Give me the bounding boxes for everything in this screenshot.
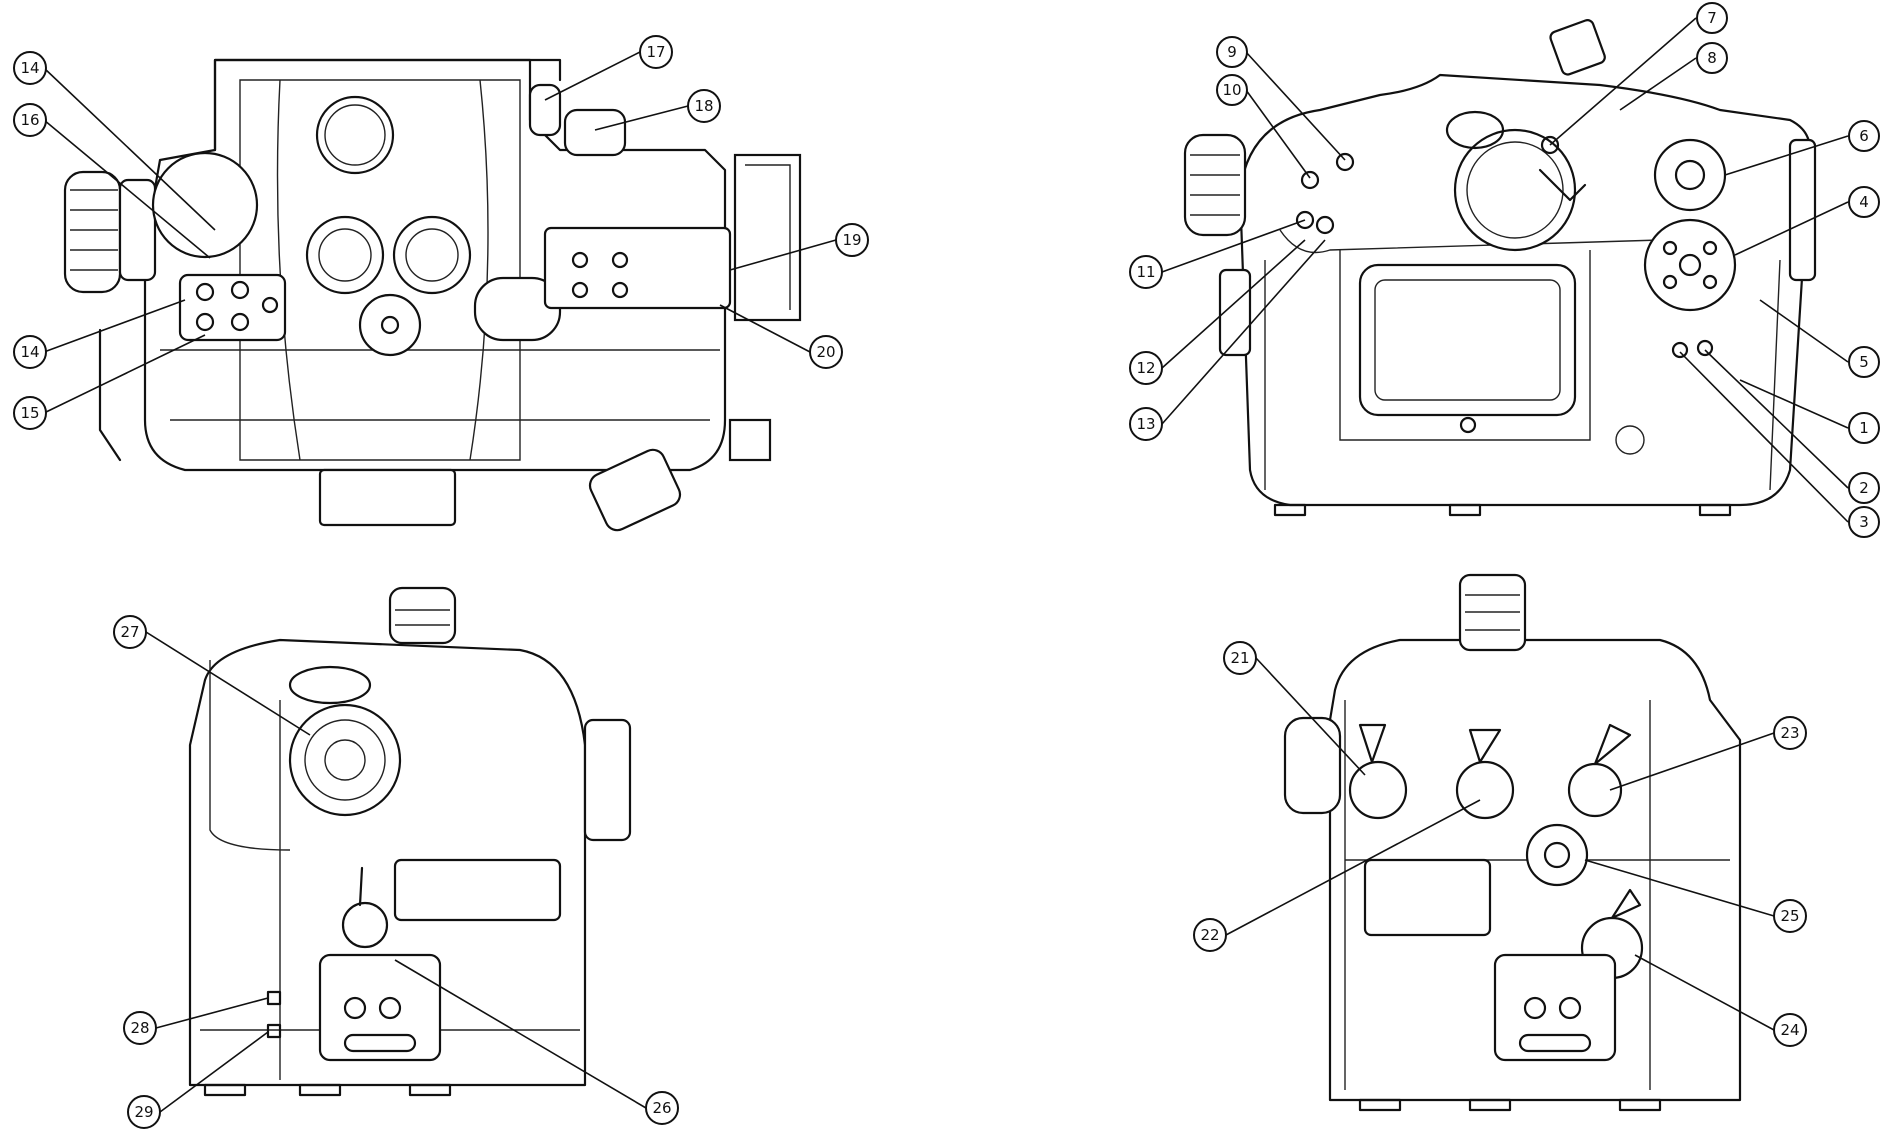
callout-22	[1193, 918, 1227, 952]
callout-4	[1848, 186, 1880, 218]
callout-26	[645, 1091, 679, 1125]
callout-20	[809, 335, 843, 369]
top-connector	[388, 586, 457, 645]
bottom-mount	[318, 468, 457, 527]
left-side-view	[188, 586, 632, 1097]
callout-7-label: 7	[1707, 9, 1717, 27]
callout-7	[1696, 2, 1728, 34]
callout-5-label: 5	[1859, 353, 1869, 371]
top-port-4	[358, 293, 422, 357]
callout-24	[1773, 1013, 1807, 1047]
callout-19	[835, 223, 869, 257]
back-left-knob	[1183, 133, 1247, 237]
callout-14a	[13, 51, 47, 85]
callout-3-label: 3	[1859, 513, 1869, 531]
callout-8-label: 8	[1707, 49, 1717, 67]
callout-6	[1848, 120, 1880, 152]
callout-6-label: 6	[1859, 127, 1869, 145]
callout-2	[1848, 472, 1880, 504]
right-side-knob	[1283, 716, 1342, 815]
callout-9	[1216, 36, 1248, 68]
callout-29	[127, 1095, 161, 1129]
callout-15-label: 15	[20, 404, 39, 422]
bottom-plate	[1493, 953, 1617, 1062]
viewfinder-eyepiece	[1453, 128, 1577, 252]
lever-23	[1567, 762, 1623, 818]
callout-11	[1129, 255, 1163, 289]
callout-1	[1848, 412, 1880, 444]
lever-21	[1348, 760, 1408, 820]
mode-dial	[151, 151, 259, 259]
callout-4-label: 4	[1859, 193, 1869, 211]
top-port-3	[392, 215, 472, 295]
callout-10	[1216, 74, 1248, 106]
callout-9-label: 9	[1227, 43, 1237, 61]
callout-2-label: 2	[1859, 479, 1869, 497]
side-latch	[733, 153, 802, 322]
callout-18	[687, 89, 721, 123]
back-view	[1183, 19, 1817, 517]
callout-12-label: 12	[1136, 359, 1155, 377]
lever-22	[1455, 760, 1515, 820]
callout-1-label: 1	[1859, 419, 1869, 437]
callout-14a-label: 14	[20, 59, 39, 77]
callout-27	[113, 615, 147, 649]
callout-12	[1129, 351, 1163, 385]
callout-13-label: 13	[1136, 415, 1155, 433]
lcd-window	[1358, 263, 1577, 417]
callout-23-label: 23	[1780, 724, 1799, 742]
callout-10-label: 10	[1222, 81, 1241, 99]
top-view	[63, 58, 802, 532]
gear-dial	[1525, 823, 1589, 887]
callout-18-label: 18	[694, 97, 713, 115]
callout-14b-label: 14	[20, 343, 39, 361]
lever-dial	[341, 901, 389, 949]
callout-26-label: 26	[652, 1099, 671, 1117]
side-hinge	[393, 858, 562, 922]
callout-17	[639, 35, 673, 69]
right-hinge	[1363, 858, 1492, 937]
callouts: 14 16 14 15 17 18 19 20 9 10 11	[13, 2, 1880, 1129]
callout-28	[123, 1011, 157, 1045]
callout-16	[13, 103, 47, 137]
callout-21	[1223, 641, 1257, 675]
dpad-controller	[1643, 218, 1737, 312]
callout-15	[13, 396, 47, 430]
hinge-bracket	[543, 226, 732, 310]
callout-14b	[13, 335, 47, 369]
callout-3	[1848, 506, 1880, 538]
callout-13	[1129, 407, 1163, 441]
mount-plate	[178, 273, 287, 342]
callout-5	[1848, 346, 1880, 378]
right-side-view	[1283, 573, 1742, 1112]
callout-22-label: 22	[1200, 926, 1219, 944]
callout-20-label: 20	[816, 343, 835, 361]
callout-19-label: 19	[842, 231, 861, 249]
callout-25	[1773, 899, 1807, 933]
callout-25-label: 25	[1780, 907, 1799, 925]
callout-24-label: 24	[1780, 1021, 1799, 1039]
knurled-dial	[288, 703, 402, 817]
callout-8	[1696, 42, 1728, 74]
callout-16-label: 16	[20, 111, 39, 129]
callout-27-label: 27	[120, 623, 139, 641]
callout-11-label: 11	[1136, 263, 1155, 281]
top-port-2	[305, 215, 385, 295]
callout-17-label: 17	[646, 43, 665, 61]
callout-23	[1773, 716, 1807, 750]
callout-29-label: 29	[134, 1103, 153, 1121]
multi-selector	[1653, 138, 1727, 212]
top-port-1	[315, 95, 395, 175]
callout-21-label: 21	[1230, 649, 1249, 667]
callout-28-label: 28	[130, 1019, 149, 1037]
